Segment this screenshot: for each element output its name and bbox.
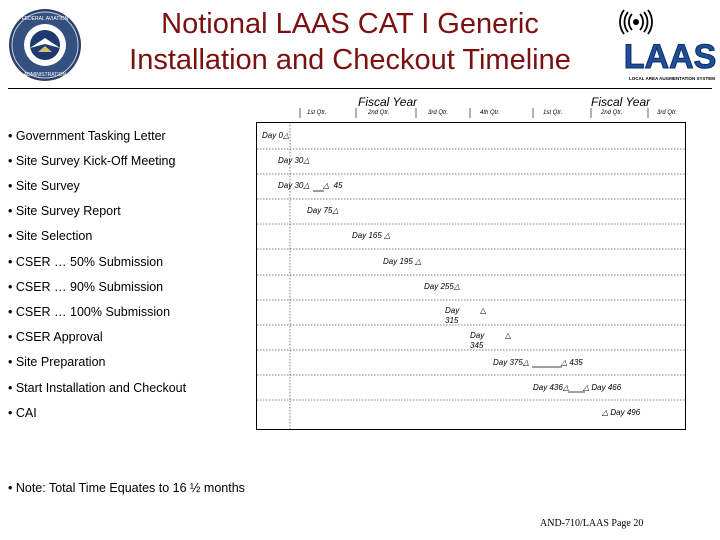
task-label: • CSER Approval	[8, 330, 103, 344]
task-label: • CAI	[8, 406, 37, 420]
milestone-triangle-icon: △	[583, 383, 590, 392]
milestone-label: Day 0△	[262, 131, 289, 141]
quarter-label: 1st Qtr.	[307, 110, 327, 116]
milestone-label: Day 315	[445, 306, 460, 325]
fiscal-year-label-2: Fiscal Year	[591, 95, 651, 109]
milestone-label: Day 75△	[307, 206, 339, 216]
milestone-triangle-icon: △	[303, 156, 310, 165]
milestone-day: Day 30	[278, 181, 304, 190]
milestone-triangle-icon: △	[332, 206, 339, 215]
milestone-end: 435	[569, 358, 583, 367]
task-label: • CSER … 90% Submission	[8, 280, 164, 294]
slide-title-line2: Installation and Checkout Timeline	[129, 44, 571, 76]
milestone-triangle-icon: △	[561, 358, 568, 367]
milestone-day: Day 165	[352, 231, 382, 240]
milestone-end-label: △ 435	[561, 358, 583, 368]
milestone-label: △ Day 496	[602, 408, 640, 418]
milestone-day: Day 30	[278, 156, 304, 165]
milestone-label: Day 375△	[493, 358, 529, 368]
milestone-triangle-icon: △	[453, 282, 460, 291]
svg-text:FEDERAL AVIATION: FEDERAL AVIATION	[22, 16, 69, 22]
svg-text:LAAS: LAAS	[624, 38, 717, 76]
milestone-day: Day 75	[307, 206, 333, 215]
page-footer: AND-710/LAAS Page 20	[540, 518, 644, 529]
quarter-label: 1st Qtr.	[543, 110, 563, 116]
milestone-end: 45	[333, 181, 343, 190]
milestone-end-label: △ 45	[323, 181, 343, 191]
task-label: • Site Preparation	[8, 355, 106, 369]
quarter-label: 3rd Qtr.	[428, 110, 449, 116]
milestone-label: Day 436△	[533, 383, 569, 393]
timeline-note: • Note: Total Time Equates to 16 ½ month…	[8, 481, 245, 495]
svg-text:LOCAL AREA AUGMENTATION SYSTEM: LOCAL AREA AUGMENTATION SYSTEM	[629, 76, 715, 81]
task-label: • Site Survey Report	[8, 204, 121, 218]
milestone-label: Day 30△	[278, 156, 310, 166]
task-label: • Site Survey Kick-Off Meeting	[8, 154, 176, 168]
task-label: • Site Selection	[8, 229, 93, 243]
milestone-day: Day 375	[493, 358, 523, 367]
quarter-label: 4th Qtr.	[480, 110, 500, 116]
laas-logo-icon: LAAS LOCAL AREA AUGMENTATION SYSTEM	[619, 9, 717, 81]
milestone-end: Day 466	[591, 383, 622, 392]
milestone-triangle-icon: △	[480, 306, 487, 315]
milestone-day: Day 436	[533, 383, 563, 392]
milestone-label: Day 30△	[278, 181, 310, 191]
milestone-triangle-icon: △	[505, 331, 512, 340]
milestone-triangle-icon: △	[282, 131, 290, 140]
milestone-triangle-icon: △	[522, 358, 529, 367]
task-label: • Site Survey	[8, 179, 80, 193]
milestone-day: Day 0	[262, 131, 283, 140]
milestone-triangle-icon: △	[384, 231, 391, 240]
milestone-day: Day 496	[610, 408, 641, 417]
faa-seal-icon: FEDERAL AVIATION ADMINISTRATION	[9, 9, 81, 81]
task-label: • CSER … 50% Submission	[8, 255, 164, 269]
milestone-day: Day 195	[383, 257, 413, 266]
milestone-triangle-icon: △	[562, 383, 569, 392]
timeline-chart-frame	[256, 122, 686, 430]
milestone-triangle-icon: △	[415, 257, 422, 266]
fiscal-year-label-1: Fiscal Year	[358, 95, 418, 109]
task-label: • Government Tasking Letter	[8, 129, 166, 143]
milestone-label: Day 255△	[424, 282, 460, 292]
quarter-label: 3rd Qtr.	[657, 110, 678, 116]
milestone-label: Day 165 △	[352, 231, 390, 241]
quarter-label: 2nd Qtr.	[601, 110, 623, 116]
task-label: • CSER … 100% Submission	[8, 305, 171, 319]
svg-text:ADMINISTRATION: ADMINISTRATION	[24, 72, 67, 78]
milestone-label: Day 345	[470, 331, 485, 350]
quarter-label: 2nd Qtr.	[368, 110, 390, 116]
task-label: • Start Installation and Checkout	[8, 381, 187, 395]
milestone-triangle-icon: △	[323, 181, 330, 190]
milestone-day: Day 255	[424, 282, 454, 291]
milestone-end-label: △ Day 466	[583, 383, 621, 393]
milestone-triangle-icon: △	[303, 181, 310, 190]
header-divider	[8, 88, 712, 89]
milestone-triangle-icon: △	[602, 408, 609, 417]
milestone-label: Day 195 △	[383, 257, 421, 267]
slide-title-line1: Notional LAAS CAT I Generic	[161, 8, 539, 40]
